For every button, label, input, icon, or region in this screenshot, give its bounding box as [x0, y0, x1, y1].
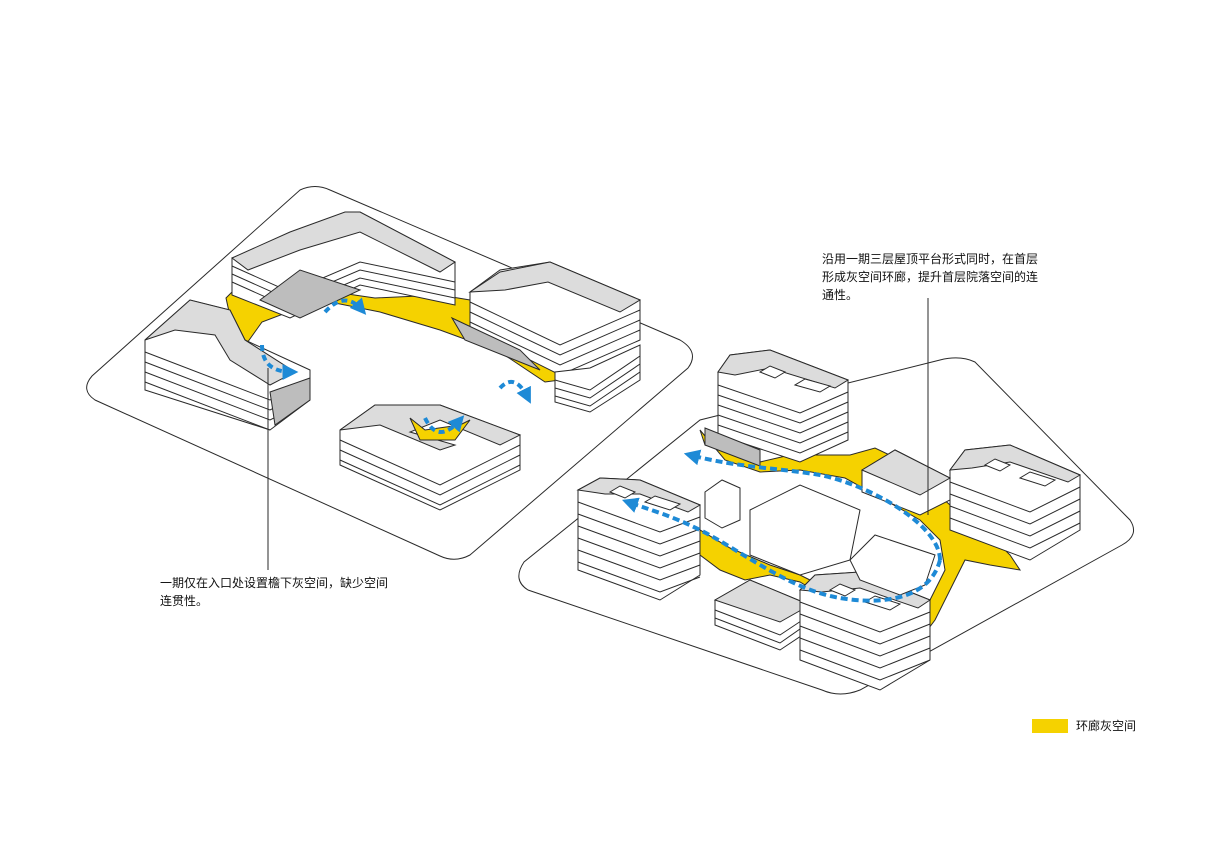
phase-two-building-e [948, 444, 1082, 561]
dashed-curved-arrow-icon [621, 497, 942, 603]
phase-one-building-s [339, 404, 522, 511]
dashed-curved-arrow-icon [260, 344, 299, 380]
phase-two-building-w [576, 477, 702, 601]
legend: 环廊灰空间 [1032, 717, 1136, 734]
phase-two-building-nw [704, 349, 850, 467]
dashed-curved-arrow-icon [498, 379, 531, 404]
phase-two-flow-arrows [621, 449, 942, 603]
phase-two-pavilion [704, 479, 741, 529]
phase-two-podium-s [713, 579, 812, 651]
dashed-curved-arrow-icon [423, 415, 465, 434]
phase-two-site [518, 298, 1135, 695]
phase-two-courtyard-b [849, 534, 936, 596]
dashed-curved-arrow-icon [323, 297, 367, 315]
phase-one-building-ne [450, 261, 642, 413]
legend-label: 环廊灰空间 [1076, 719, 1137, 733]
phase-one-building-w [144, 299, 311, 431]
dashed-curved-arrow-icon [683, 449, 942, 561]
phase-two-annotation: 沿用一期三层屋顶平台形式同时，在首层形成灰空间环廊，提升首层院落空间的连通性。 [822, 252, 1039, 302]
phase-one-flow-arrows [260, 297, 531, 434]
phase-one-building-nw [231, 211, 456, 319]
phase-one-site [86, 186, 693, 570]
legend-swatch [1032, 718, 1068, 733]
phase-one-annotation: 一期仅在入口处设置檐下灰空间，缺少空间连贯性。 [160, 576, 389, 608]
